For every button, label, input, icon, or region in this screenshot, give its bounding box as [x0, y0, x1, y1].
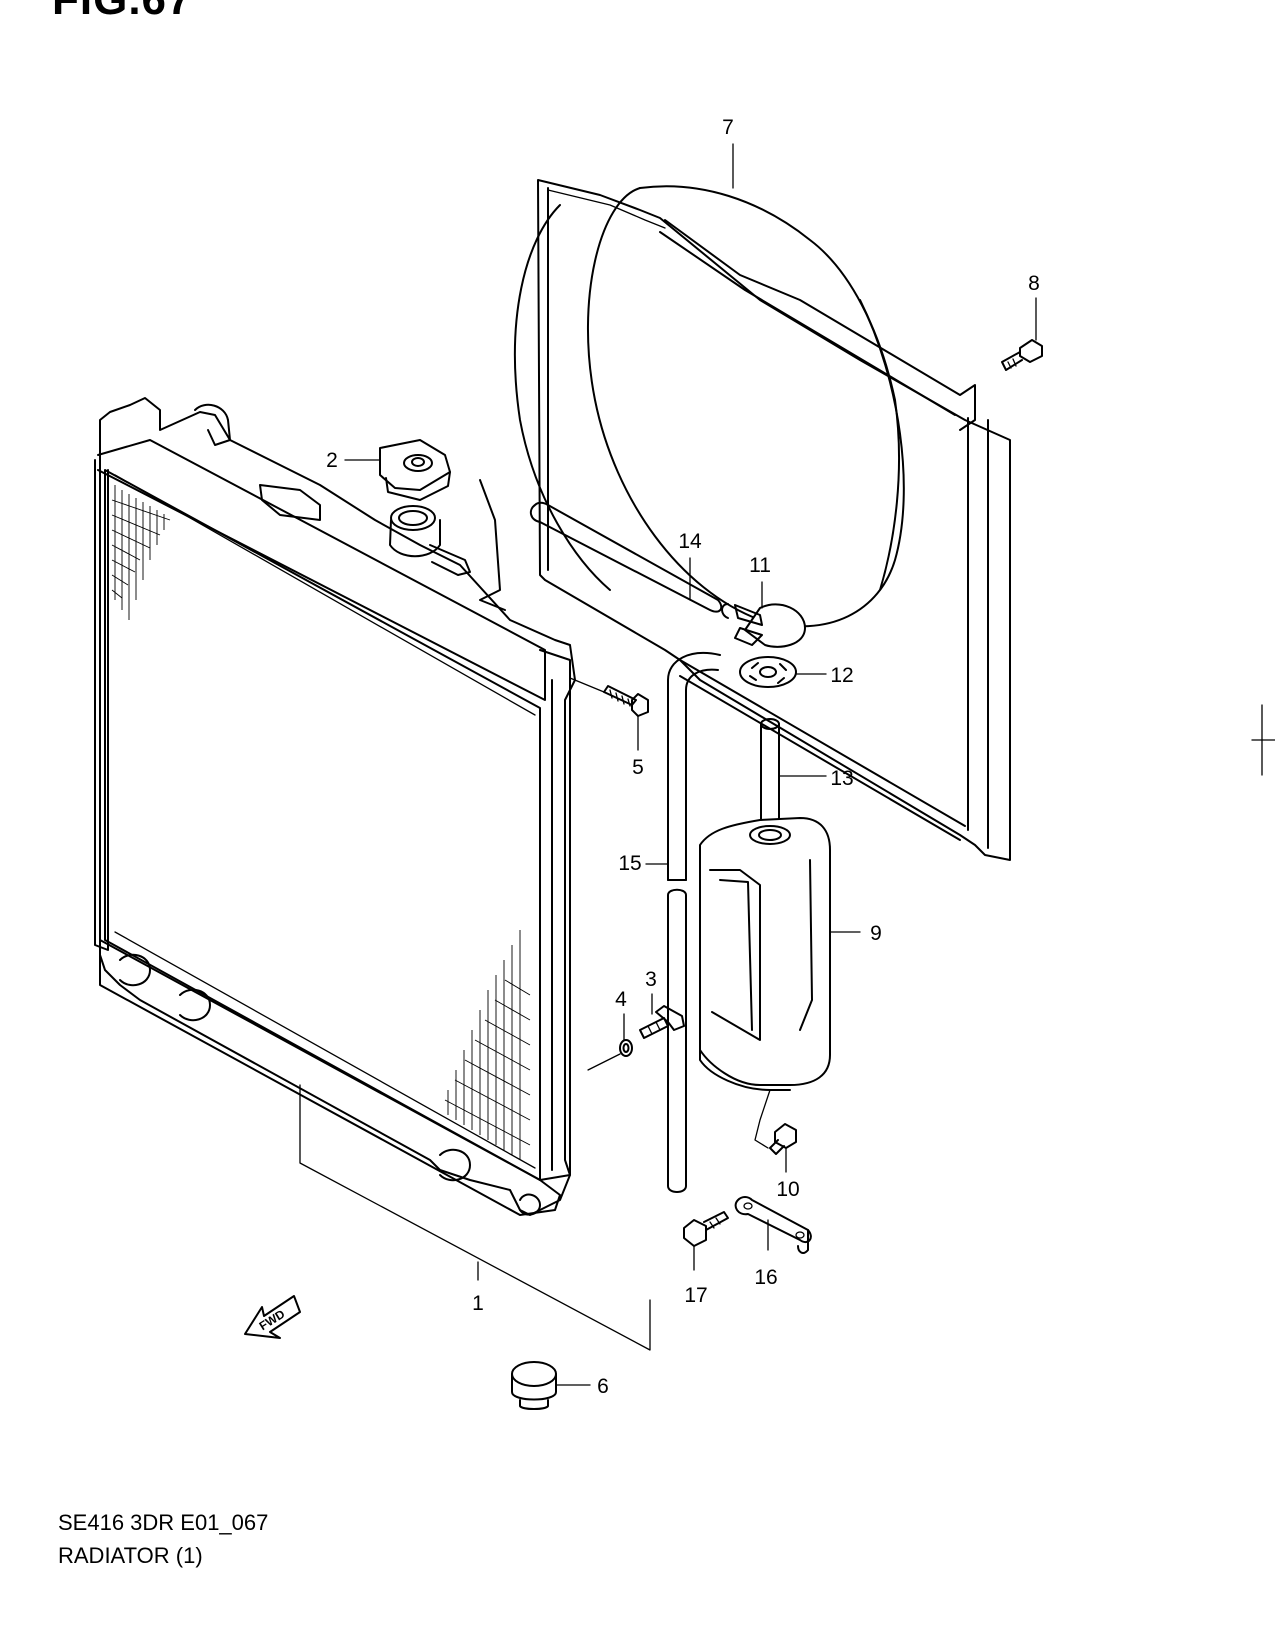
margin-mark [1251, 704, 1275, 776]
reservoir-tank[interactable] [699, 817, 831, 1091]
clamp-bolt[interactable] [683, 1211, 729, 1247]
callout-2: 2 [326, 449, 381, 472]
svg-text:5: 5 [632, 756, 644, 779]
callout-16: 16 [754, 1219, 778, 1289]
diagram-title: RADIATOR (1) [58, 1543, 203, 1568]
cap-seal[interactable] [739, 656, 797, 688]
callout-12: 12 [795, 664, 854, 687]
drain-hose[interactable] [667, 652, 721, 1193]
drain-plug[interactable] [639, 1005, 685, 1039]
overflow-hose[interactable] [529, 501, 723, 613]
fan-shroud[interactable] [514, 179, 1011, 861]
svg-text:2: 2 [326, 449, 338, 472]
callout-5: 5 [632, 715, 644, 779]
callout-15: 15 [618, 852, 669, 875]
callout-14: 14 [678, 530, 702, 601]
callout-1: 1 [299, 1084, 651, 1351]
radiator-cap[interactable] [379, 439, 451, 501]
svg-text:10: 10 [776, 1178, 799, 1201]
figure-label: FIG.67 [52, 0, 193, 22]
o-ring[interactable] [619, 1039, 633, 1057]
svg-text:7: 7 [722, 116, 734, 139]
callout-10: 10 [776, 1147, 800, 1201]
svg-text:1: 1 [472, 1292, 484, 1315]
svg-text:4: 4 [615, 988, 627, 1011]
svg-text:15: 15 [618, 852, 641, 875]
callout-8: 8 [1028, 272, 1040, 341]
callout-4: 4 [615, 988, 627, 1041]
callout-17: 17 [684, 1245, 708, 1307]
callout-3: 3 [645, 968, 657, 1015]
forward-direction-arrow: FWD [244, 1295, 301, 1339]
shroud-bolt[interactable] [1001, 339, 1043, 371]
svg-text:14: 14 [678, 530, 702, 553]
reservoir-inlet-hose[interactable] [760, 718, 780, 831]
svg-text:13: 13 [830, 767, 853, 790]
svg-text:8: 8 [1028, 272, 1040, 295]
reservoir-cap[interactable] [721, 603, 806, 648]
svg-text:16: 16 [754, 1266, 777, 1289]
radiator[interactable] [94, 397, 576, 1216]
tank-bolt[interactable] [769, 1123, 797, 1155]
filler-neck [389, 479, 506, 611]
callout-7: 7 [722, 116, 734, 189]
bolt[interactable] [603, 685, 649, 717]
radiator-cushion[interactable] [511, 1361, 557, 1410]
callout-6: 6 [555, 1375, 609, 1398]
svg-text:9: 9 [870, 922, 882, 945]
svg-text:12: 12 [830, 664, 853, 687]
svg-text:11: 11 [749, 554, 771, 577]
callout-13: 13 [778, 767, 854, 790]
callout-9: 9 [829, 922, 882, 945]
diagram-code: SE416 3DR E01_067 [58, 1510, 269, 1535]
svg-text:3: 3 [645, 968, 657, 991]
hose-clamp[interactable] [734, 1196, 812, 1254]
svg-text:17: 17 [684, 1284, 707, 1307]
svg-text:6: 6 [597, 1375, 609, 1398]
callout-11: 11 [749, 554, 771, 609]
